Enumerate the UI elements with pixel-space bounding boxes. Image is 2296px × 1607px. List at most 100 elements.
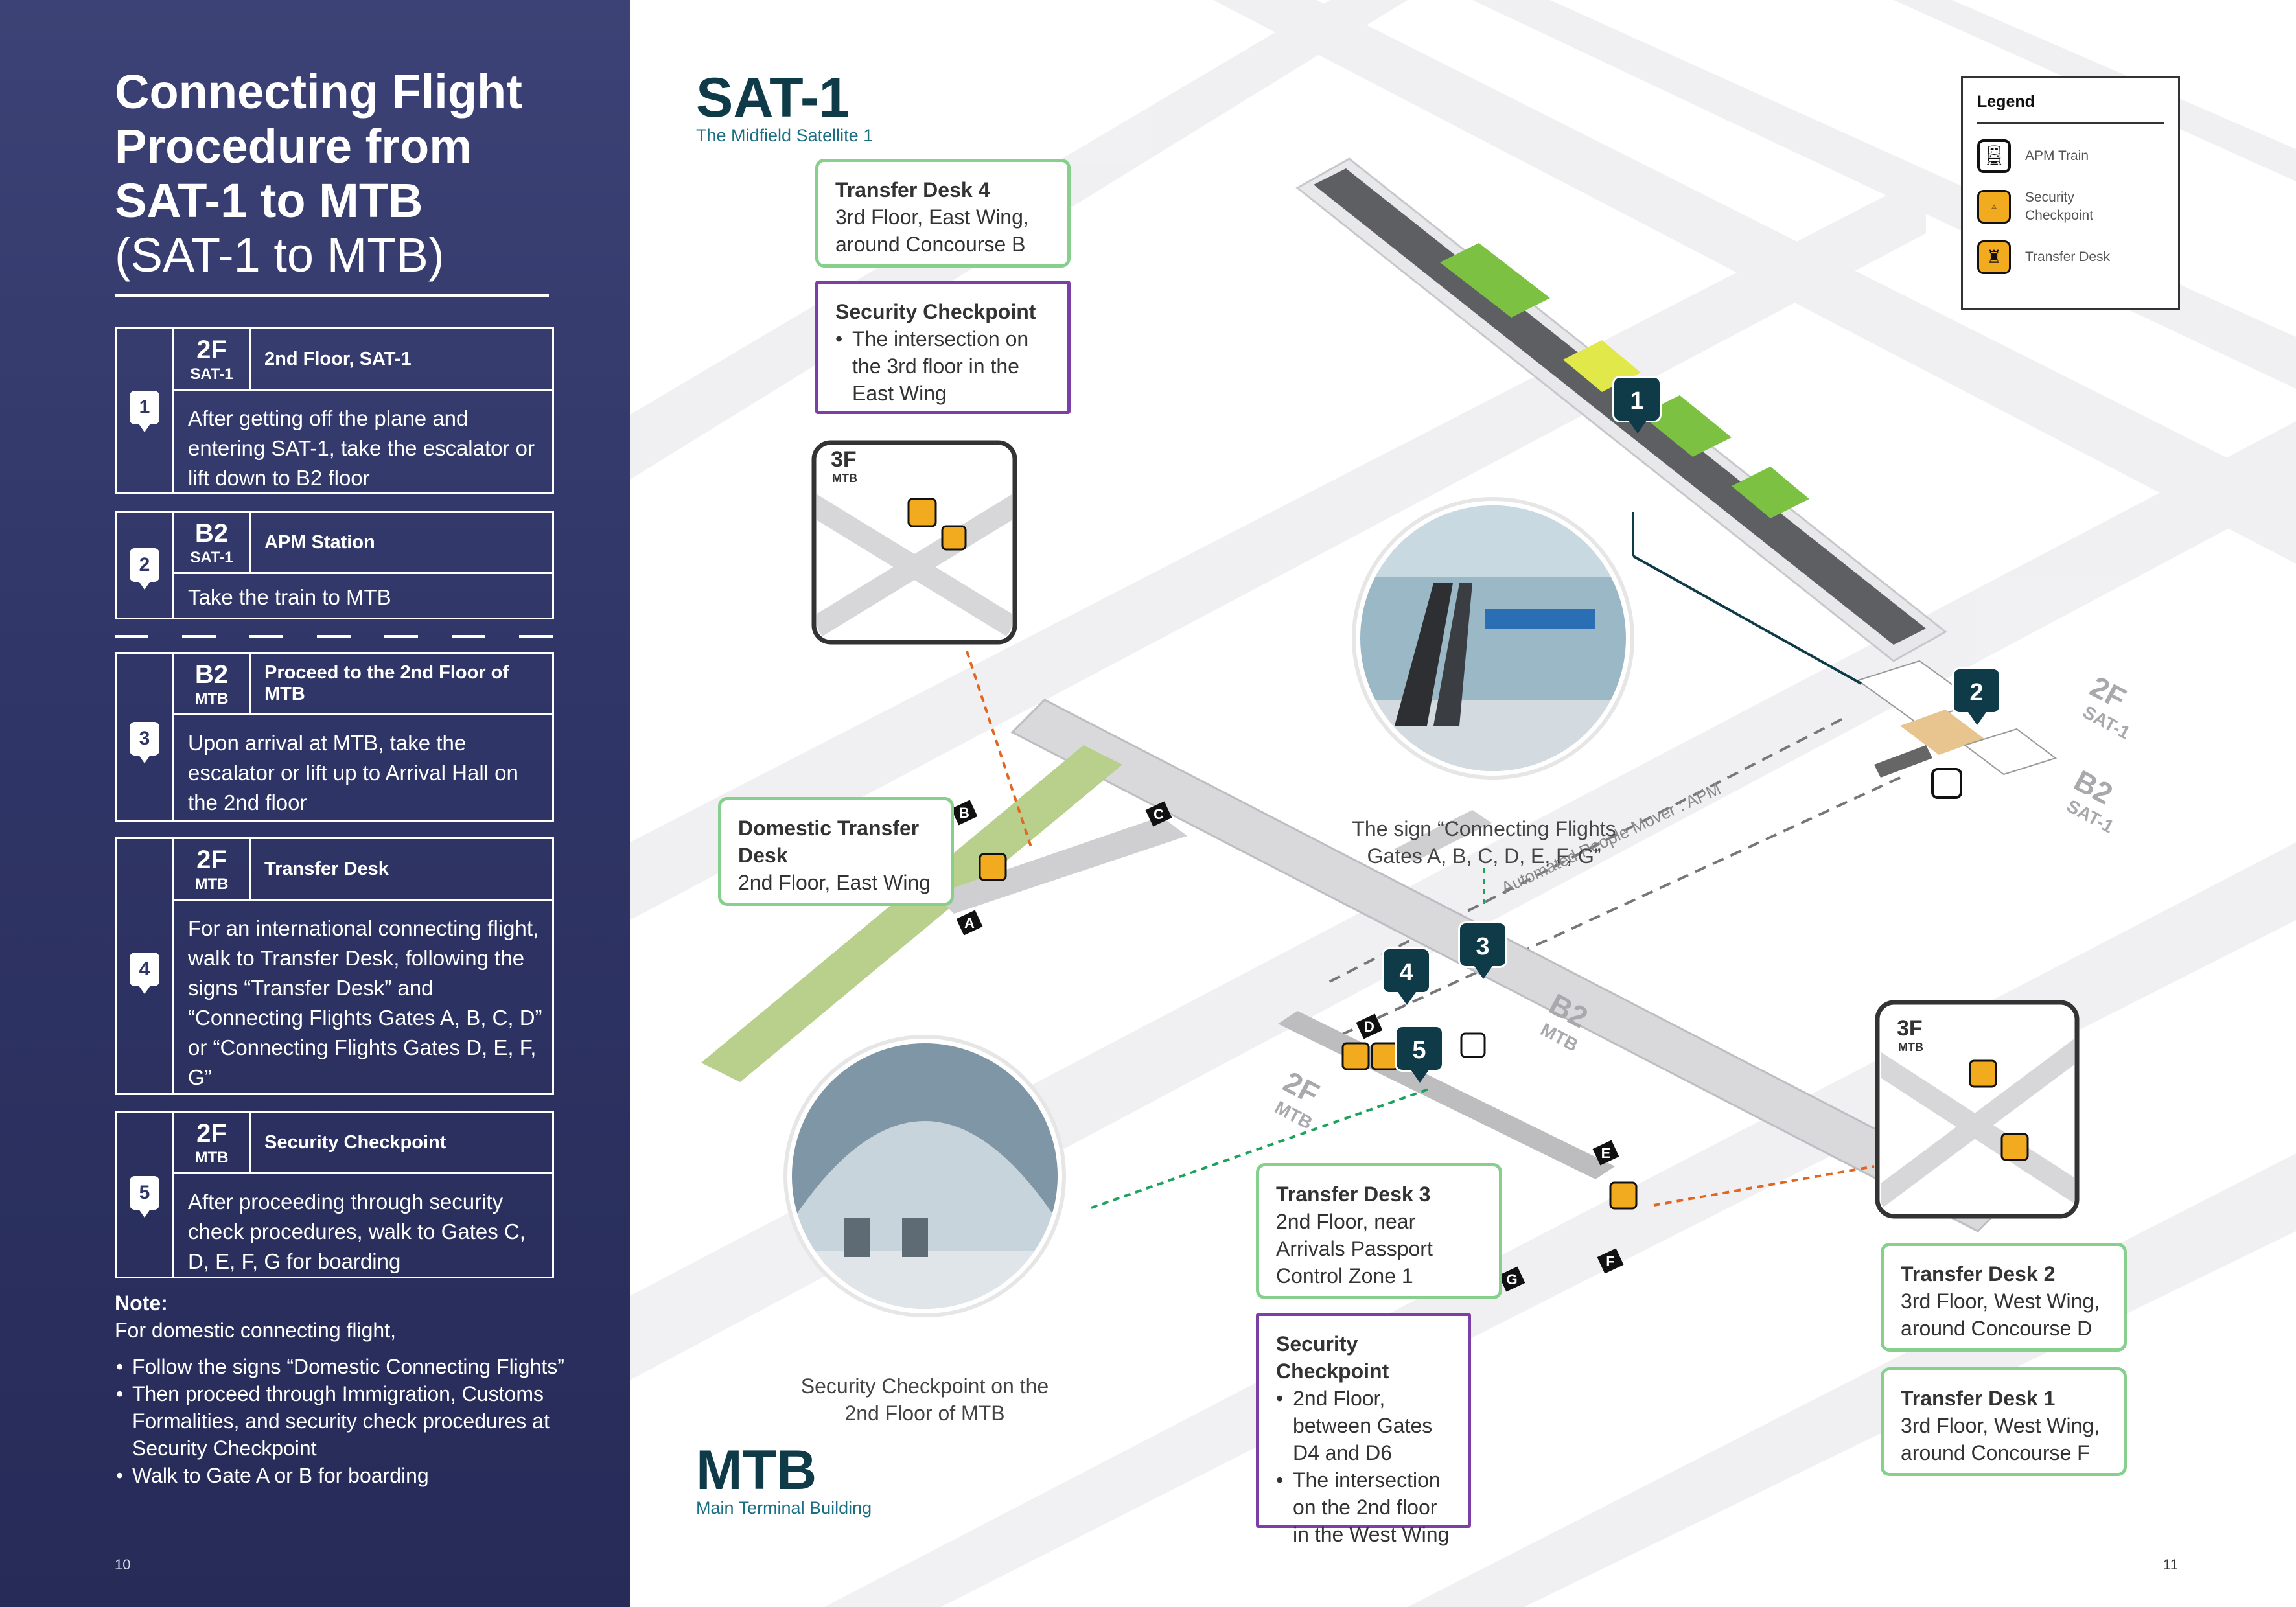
title-line-1: Connecting Flight [115,65,522,119]
callout-security-top: Security Checkpoint The intersection on … [815,281,1071,414]
mtb-subtitle: Main Terminal Building [696,1498,872,1518]
legend-title: Legend [1977,93,2164,124]
step-number-column: 4 [117,839,174,1093]
security-photo-caption: Security Checkpoint on the 2nd Floor of … [800,1374,1049,1425]
step-body: Take the train to MTB [188,585,391,609]
step-floor: 2F [196,1119,227,1148]
step-building: SAT-1 [190,549,233,566]
floor-box: 2F MTB [174,839,251,899]
step-marker-1: 1 [1612,376,1662,434]
callout-transfer-desk-2: Transfer Desk 2 3rd Floor, West Wing, ar… [1881,1243,2127,1352]
mtb-terminal [701,699,2012,1232]
callout-title: Security Checkpoint [1276,1332,1389,1383]
transfer-desk-icon: ♜︎ [1977,240,2011,274]
transfer-desk-icon [2000,1133,2029,1161]
step-5: 5 2F MTB Security Checkpoint After proce… [115,1111,554,1278]
callout-body: 3rd Floor, East Wing, around Concourse B [835,205,1029,256]
concourse-letter: B [959,805,969,821]
security-checkpoint-icon [1609,1181,1638,1210]
step-building: MTB [194,690,229,708]
apm-line [1323,718,1901,1041]
floor-box: B2 MTB [174,654,251,713]
map-facility-icons [979,768,1962,1210]
inset-left-building: MTB [832,472,857,485]
title-divider [115,294,549,297]
security-checkpoint-icon [1371,1042,1399,1070]
step-badge: 5 [130,1176,159,1218]
step-marker-5: 5 [1395,1025,1444,1083]
callout-transfer-desk-3: Transfer Desk 3 2nd Floor, near Arrivals… [1256,1163,1502,1299]
note-list: Follow the signs “Domestic Connecting Fl… [115,1353,607,1489]
legend-label: Security Checkpoint [2025,190,2094,223]
security-checkpoint-icon: ⚠︎ [1977,190,2011,224]
escalator-photo-caption: The sign “Connecting Flights Gates A, B,… [1352,817,1616,868]
concourse-letter: C [1154,806,1164,822]
legend-label: APM Train [2025,148,2089,163]
title-subtitle: (SAT-1 to MTB) [115,228,445,282]
step-floor: 2F [196,846,227,874]
callout-body: 3rd Floor, West Wing, around Concourse D [1901,1289,2100,1340]
legend-label: Transfer Desk [2025,249,2111,264]
callout-title: Domestic Transfer Desk [738,816,920,867]
page-number-right: 11 [2163,1556,2178,1573]
step-building: MTB [194,1149,229,1166]
mtb-title: MTB [696,1439,817,1501]
step-floor: B2 [194,660,229,689]
step-4: 4 2F MTB Transfer Desk For an internatio… [115,837,554,1095]
floor-box: 2F MTB [174,1113,251,1172]
note-item: Follow the signs “Domestic Connecting Fl… [115,1353,607,1380]
escalator-photo [1352,497,1634,780]
concourse-letters: B C A D E F G [951,800,1624,1292]
callout-body: 2nd Floor, East Wing [738,871,931,894]
legend: Legend 🚆︎ APM Train ⚠︎ Security Checkpoi… [1961,76,2180,310]
step-body: Upon arrival at MTB, take the escalator … [188,731,518,815]
concourse-letter: E [1601,1145,1611,1161]
map-area: Automated People Mover : APM B C A D E F… [630,0,2296,1607]
callout-title: Transfer Desk 4 [835,178,990,202]
security-checkpoint-icon [907,498,937,527]
legend-row-security: ⚠︎ Security Checkpoint [1977,189,2164,225]
transfer-desk-icon [979,853,1007,881]
step-marker-3: 3 [1458,921,1507,979]
apm-train-icon [1931,768,1962,799]
callout-title: Transfer Desk 3 [1276,1183,1431,1206]
step-marker-2: 2 [1952,667,2001,725]
inset-left-floor: 3F [831,447,857,472]
title-line-2: Procedure from [115,119,472,173]
apm-train-icon [1460,1032,1486,1058]
page-title: Connecting Flight Procedure from SAT-1 t… [115,65,607,283]
note-item: Walk to Gate A or B for boarding [115,1462,607,1489]
step-number-column: 2 [117,513,174,618]
step-body: After getting off the plane and entering… [188,406,535,490]
sat1-title: SAT-1 [696,67,850,129]
note-section: Note: For domestic connecting flight, Fo… [115,1289,607,1489]
title-line-3: SAT-1 to MTB [115,174,423,227]
security-photo [783,1035,1066,1317]
callout-transfer-desk-1: Transfer Desk 1 3rd Floor, West Wing, ar… [1881,1367,2127,1476]
transfer-desk-icon [1341,1042,1370,1070]
train-icon: 🚆︎ [1977,139,2011,173]
transfer-desk-icon [941,525,967,551]
callout-item: The intersection on the 3rd floor in the… [835,325,1050,407]
concourse-letter: G [1506,1271,1517,1288]
legend-row-apm: 🚆︎ APM Train [1977,139,2164,173]
step-header: 2F MTB Transfer Desk [174,839,552,901]
note-item: Then proceed through Immigration, Custom… [115,1380,607,1462]
callout-item: The intersection on the 2nd floor in the… [1276,1466,1451,1548]
note-title: Note: [115,1291,168,1315]
page-number-left: 10 [115,1556,131,1573]
step-building: MTB [194,875,229,893]
step-heading: Security Checkpoint [264,1131,446,1153]
callout-domestic-transfer-desk: Domestic Transfer Desk 2nd Floor, East W… [718,797,954,906]
step-body: After proceeding through security check … [188,1190,526,1273]
step-marker-4: 4 [1382,947,1431,1005]
inset-map-left [811,440,1017,645]
step-heading: APM Station [264,531,375,553]
step-number-column: 3 [117,654,174,820]
step-heading: 2nd Floor, SAT-1 [264,348,412,369]
callout-title: Security Checkpoint [835,300,1036,323]
concourse-letter: F [1606,1253,1614,1269]
leader-lines [966,512,1875,1209]
step-badge: 4 [130,953,159,994]
step-2: 2 B2 SAT-1 APM Station Take the train to… [115,511,554,619]
